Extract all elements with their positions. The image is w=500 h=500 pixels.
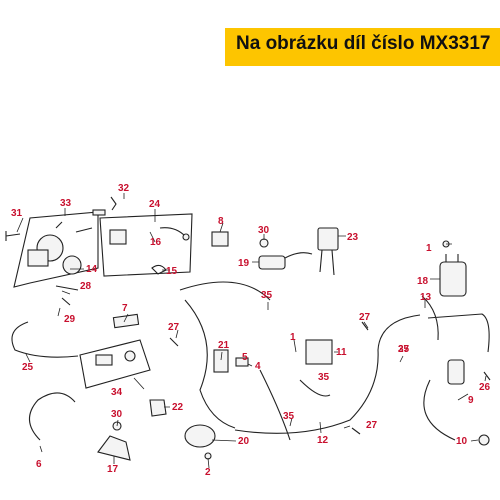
callout-27: 27 [366,420,378,431]
callout-35: 35 [398,344,410,355]
callout-31: 31 [11,208,23,219]
callout-11: 11 [336,347,347,358]
callout-6: 6 [36,459,42,470]
ignition-switch-group[interactable] [13,211,99,288]
callout-9: 9 [468,395,474,406]
callout-35: 35 [318,372,330,383]
callout-labels: 1 1 2 4 5 6 7 8 9 10 11 12 13 14 15 16 1… [11,183,491,478]
bracket-part[interactable] [97,435,131,461]
callout-12: 12 [317,435,329,446]
switch-part[interactable] [112,313,140,329]
callout-35: 35 [283,411,295,422]
cdi-unit-part[interactable] [317,227,339,276]
callout-35: 35 [261,290,273,301]
callout-27: 27 [398,344,410,355]
cable-part[interactable] [421,295,490,353]
callout-30: 30 [111,409,123,420]
callout-29: 29 [64,314,76,325]
starter-relay-part[interactable] [439,254,467,297]
callout-30: 30 [258,225,270,236]
callout-2: 2 [205,467,211,478]
callout-17: 17 [107,464,119,475]
callout-19: 19 [238,258,250,269]
regulator-part[interactable] [305,339,333,365]
ignition-coil-part[interactable] [423,359,465,441]
callout-18: 18 [417,276,429,287]
part-number-banner [225,28,500,66]
callout-26: 26 [479,382,491,393]
callout-7: 7 [122,303,128,314]
callout-24: 24 [149,199,161,210]
callout-33: 33 [60,198,72,209]
small-parts[interactable] [55,285,79,306]
screw-part[interactable] [483,371,491,381]
key-set-group[interactable] [99,213,193,277]
relay-part[interactable] [211,231,229,247]
tag-part[interactable] [92,209,106,216]
callout-10: 10 [456,436,468,447]
callout-22: 22 [172,402,184,413]
callout-16: 16 [150,237,162,248]
flasher-group[interactable] [79,339,151,389]
callout-27: 27 [168,322,180,333]
callout-4: 4 [255,361,261,372]
callout-32: 32 [118,183,130,194]
throttle-cable-part[interactable] [11,321,79,358]
horn-part[interactable] [149,399,167,417]
callout-14: 14 [86,264,98,275]
callout-28: 28 [80,281,92,292]
horn-part[interactable] [184,424,216,448]
callout-8: 8 [218,216,224,227]
connector-part[interactable] [235,357,249,367]
callout-1: 1 [426,243,432,254]
callout-34: 34 [111,387,123,398]
fuse-part[interactable] [213,349,229,373]
clip-parts[interactable] [169,321,369,435]
callout-5: 5 [242,352,248,363]
callout-15: 15 [166,266,178,277]
spark-cap-part[interactable] [478,434,490,446]
resistor-part[interactable] [258,252,313,270]
leader-lines [16,193,487,469]
screw-part[interactable] [259,238,269,248]
callout-25: 25 [22,362,34,373]
callout-20: 20 [238,436,250,447]
callout-13: 13 [420,292,432,303]
bolt-part[interactable] [5,231,21,241]
callout-21: 21 [218,340,230,351]
callout-1: 1 [290,332,296,343]
brake-cable-part[interactable] [28,392,76,441]
clip-part[interactable] [110,196,117,211]
main-harness[interactable] [179,281,421,441]
banner-title: Na obrázku díl číslo MX3317 [236,33,491,54]
callout-27: 27 [359,312,371,323]
callout-23: 23 [347,232,359,243]
